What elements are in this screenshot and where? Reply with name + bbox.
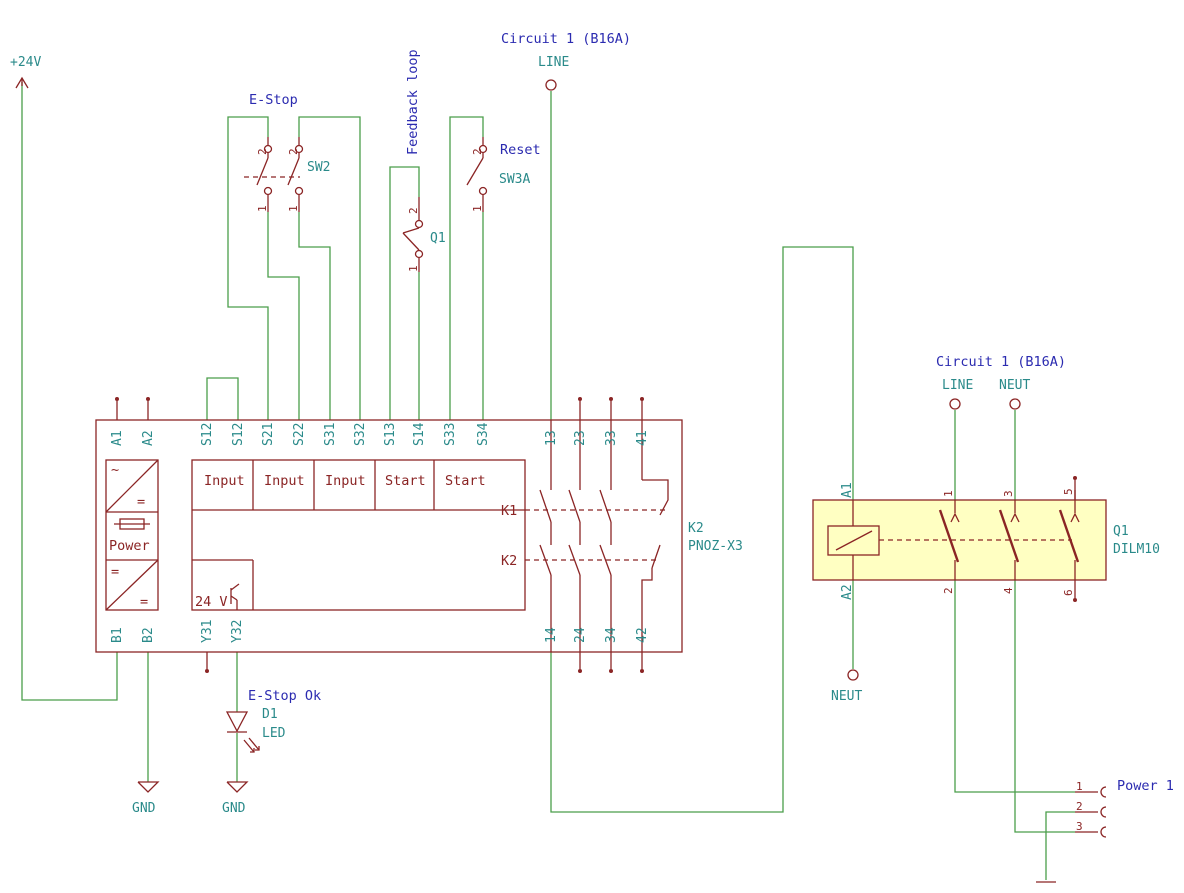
net-label-line-right: LINE <box>942 378 973 393</box>
ref-sw3a: SW3A <box>499 172 530 187</box>
pin-y32: Y32 <box>230 620 245 643</box>
pin-main-1: 1 <box>942 490 955 497</box>
d1-led <box>225 711 260 753</box>
pin-main-2: 2 <box>942 587 955 594</box>
sw2a-pin-2: 2 <box>256 148 269 155</box>
ref-q1-feedback: Q1 <box>430 231 446 246</box>
net-label-supply: +24V <box>10 55 41 70</box>
label-feedback-loop: Feedback loop <box>405 49 421 155</box>
label-power1: Power 1 <box>1117 778 1174 794</box>
pin-41: 41 <box>635 430 650 446</box>
pin-s22: S22 <box>292 423 307 446</box>
relay-text: A1 A2 S12 S12 S21 S22 S31 S32 S13 S14 S3… <box>109 422 650 643</box>
pin-main-3: 3 <box>1002 490 1015 497</box>
pin-coil-a1: A1 <box>840 482 855 498</box>
pin-s34: S34 <box>476 422 491 446</box>
pin-s13: S13 <box>383 423 398 446</box>
net-label-gnd-led: GND <box>222 801 246 816</box>
pin-b2: B2 <box>141 627 156 643</box>
pin-main-6: 6 <box>1062 589 1075 596</box>
sw2a-pin-1: 1 <box>256 205 269 212</box>
pin-s14: S14 <box>412 422 427 446</box>
pin-s31: S31 <box>323 423 338 446</box>
sym-dc-1: = <box>137 494 145 510</box>
power1-connector <box>1075 786 1107 838</box>
net-labels: +24V GND GND Circuit 1 (B16A) LINE Circu… <box>10 31 1066 816</box>
sw3a-pin-1: 1 <box>471 205 484 212</box>
pin-s32: S32 <box>353 423 368 446</box>
net-label-line-top: LINE <box>538 55 569 70</box>
pin-42: 42 <box>635 627 650 643</box>
net-label-circuit-top: Circuit 1 (B16A) <box>501 31 631 47</box>
pin-24: 24 <box>573 627 588 643</box>
pin-main-5: 5 <box>1062 488 1075 495</box>
pin-y31: Y31 <box>200 620 215 643</box>
label-k2-coil: K2 <box>501 553 517 569</box>
net-label-neut-right: NEUT <box>999 378 1030 393</box>
pin-s33: S33 <box>443 423 458 446</box>
component-refs: SW2 SW3A Q1 K2 PNOZ-X3 D1 LED Q1 DILM10 <box>262 160 1160 741</box>
block-power: Power <box>109 538 150 554</box>
pin-33: 33 <box>604 430 619 446</box>
block-start-2: Start <box>445 473 486 489</box>
pin-a2: A2 <box>141 430 156 446</box>
sw2b-pin-2: 2 <box>287 148 300 155</box>
pin-main-4: 4 <box>1002 587 1015 594</box>
value-d1: LED <box>262 726 286 741</box>
ref-d1: D1 <box>262 707 278 722</box>
pin-13: 13 <box>544 430 559 446</box>
connector-pin-text: 1 2 3 <box>1076 780 1083 833</box>
ref-q1-contactor: Q1 <box>1113 524 1129 539</box>
label-reset: Reset <box>500 142 541 158</box>
value-q1-contactor: DILM10 <box>1113 542 1160 557</box>
pin-s12b: S12 <box>231 423 246 446</box>
pin-b1: B1 <box>110 627 125 643</box>
sw2b-pin-1: 1 <box>287 205 300 212</box>
ref-sw2: SW2 <box>307 160 330 175</box>
pin-s12a: S12 <box>200 423 215 446</box>
net-label-neut-coil: NEUT <box>831 689 862 704</box>
value-k2: PNOZ-X3 <box>688 539 743 554</box>
label-estop-ok: E-Stop Ok <box>248 688 321 704</box>
sw3a-pin-2: 2 <box>471 148 484 155</box>
pin-34: 34 <box>604 627 619 643</box>
ref-k2: K2 <box>688 521 704 536</box>
conn-pin-2: 2 <box>1076 800 1083 813</box>
annotation-labels: E-Stop Feedback loop Reset E-Stop Ok Pow… <box>248 49 1174 794</box>
q1-feedback-contact <box>402 197 424 272</box>
sw2-switch <box>244 137 304 212</box>
contactor-pin-text: A1 A2 1 2 3 4 5 6 <box>840 482 1075 600</box>
net-label-gnd-left: GND <box>132 801 156 816</box>
q1-fb-pin-2: 2 <box>407 207 420 214</box>
q1-contactor <box>812 476 1107 602</box>
block-input-2: Input <box>264 473 305 489</box>
conn-pin-3: 3 <box>1076 820 1083 833</box>
pin-a1: A1 <box>110 430 125 446</box>
block-input-1: Input <box>204 473 245 489</box>
sym-dc-3: = <box>140 594 148 610</box>
label-k1: K1 <box>501 503 517 519</box>
q1-fb-pin-1: 1 <box>407 265 420 272</box>
sym-ac: ~ <box>111 462 119 478</box>
block-input-3: Input <box>325 473 366 489</box>
label-24v: 24 V <box>195 594 228 610</box>
power-symbols <box>15 76 1056 883</box>
sw3a-switch <box>466 137 488 212</box>
net-label-circuit-right: Circuit 1 (B16A) <box>936 354 1066 370</box>
pin-14: 14 <box>544 627 559 643</box>
conn-pin-1: 1 <box>1076 780 1083 793</box>
k2-relay <box>95 397 683 673</box>
wires <box>21 82 1075 880</box>
pin-s21: S21 <box>261 423 276 446</box>
switch-pin-text: 2 1 2 1 2 1 2 1 <box>256 148 484 272</box>
sym-dc-2: = <box>111 564 119 580</box>
block-start-1: Start <box>385 473 426 489</box>
label-estop: E-Stop <box>249 92 298 108</box>
pin-23: 23 <box>573 430 588 446</box>
pin-coil-a2: A2 <box>840 584 855 600</box>
